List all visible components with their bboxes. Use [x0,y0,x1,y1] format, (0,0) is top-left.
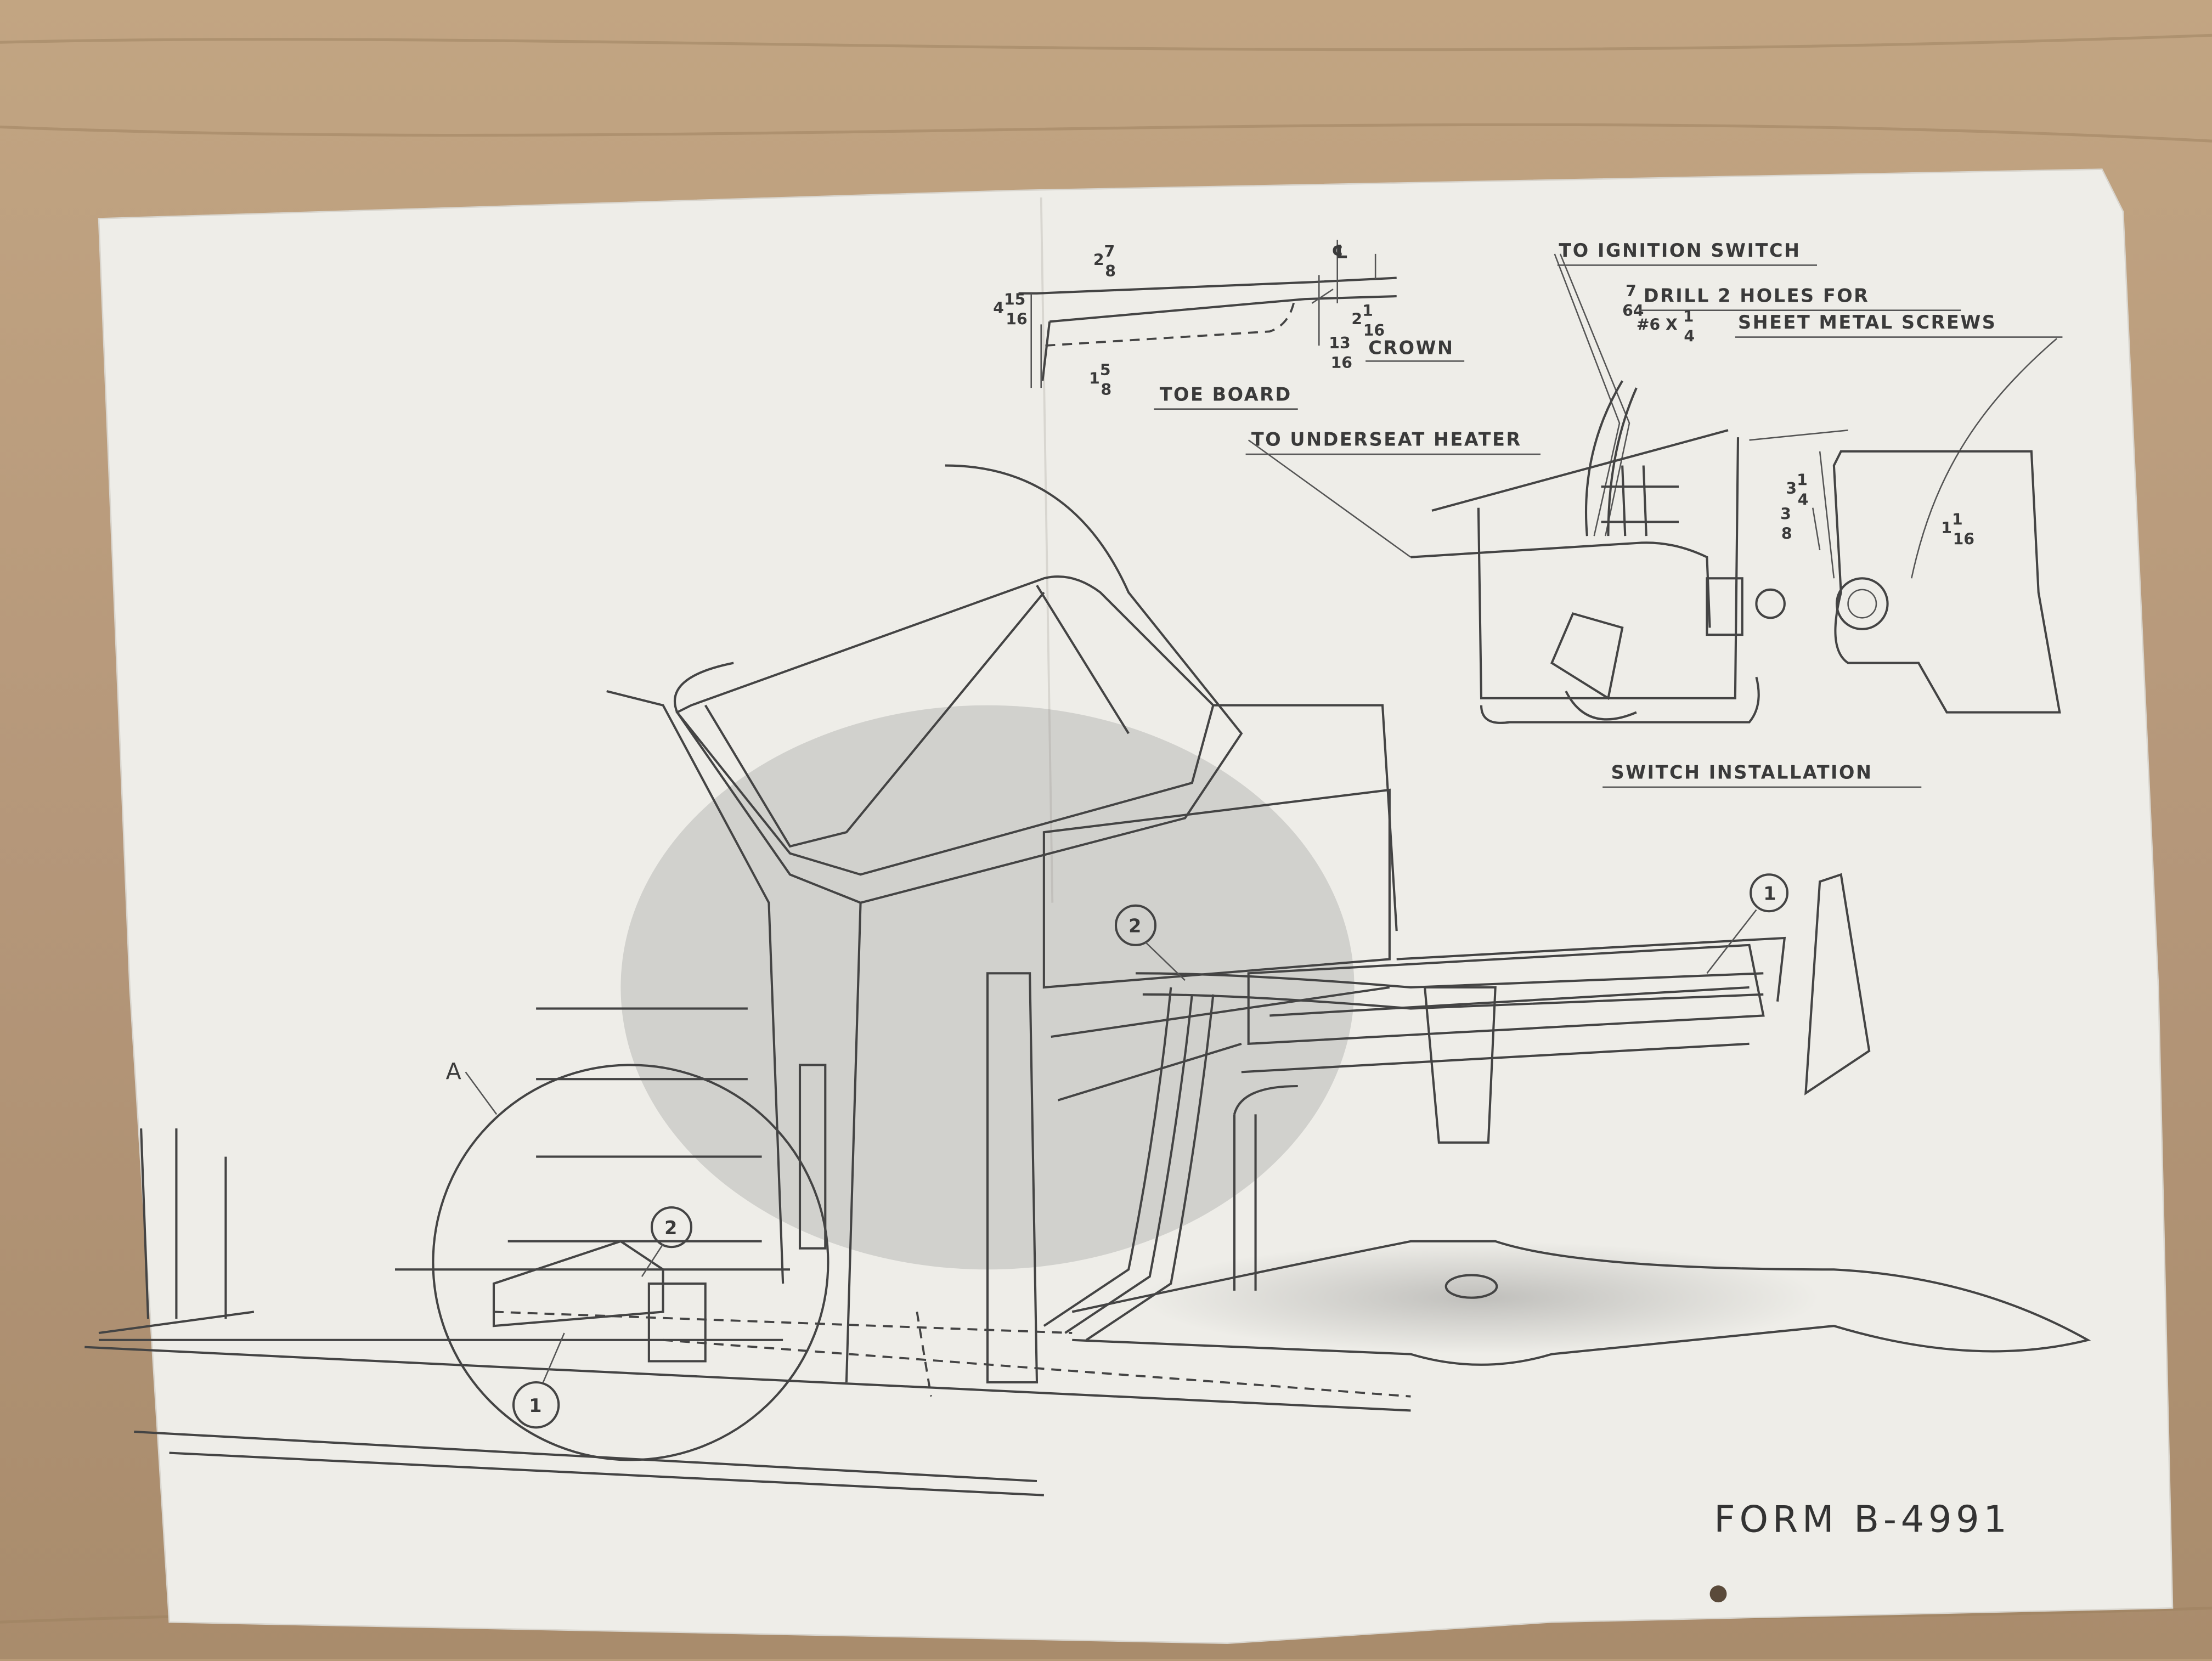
to-underseat-heater-label: TO UNDERSEAT HEATER [1251,429,1522,450]
switch-installation-title: SWITCH INSTALLATION [1611,761,1873,783]
callout-1-detail: 1 [512,1332,565,1429]
toe-crown-label: CROWN [1368,337,1454,358]
svg-text:1: 1 [1763,883,1778,905]
svg-text:1: 1 [529,1395,543,1416]
to-ignition-switch-label: TO IGNITION SWITCH [1559,240,1801,261]
screws-label: SHEET METAL SCREWS [1738,312,1996,333]
punch-hole [1709,1585,1727,1603]
drill-label: DRILL 2 HOLES FOR [1644,285,1870,306]
detail-a-circle [432,1064,830,1461]
svg-text:2: 2 [664,1217,679,1239]
detail-a-label: A [446,1058,463,1084]
centerline-symbol: ℄ [1331,241,1350,263]
callout-2-right: 2 [1114,904,1186,981]
callout-2-detail: 2 [641,1206,693,1277]
toe-board-title: TOE BOARD [1160,383,1292,405]
truck-cab-drawing [84,464,2091,1496]
form-number: FORM B-4991 [1714,1498,2011,1541]
callout-1-right: 1 [1706,873,1789,974]
svg-text:2: 2 [1128,916,1143,937]
paper-fold [1040,197,1054,903]
